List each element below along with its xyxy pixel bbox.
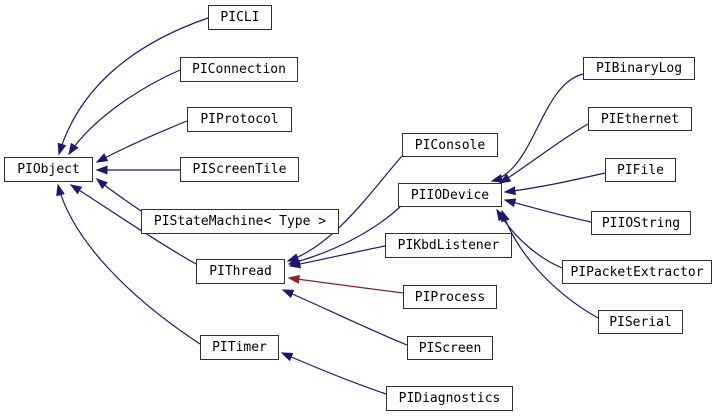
class-node-PIEthernet[interactable]: PIEthernet — [588, 107, 692, 131]
class-node-PIIODevice[interactable]: PIIODevice — [398, 183, 502, 207]
inheritance-edge-PITimer-to-PIObject — [56, 183, 201, 345]
inheritance-edge-PIKbdListener-to-PIThread — [288, 245, 386, 269]
inheritance-edge-PIScreen-to-PIThread — [281, 289, 408, 346]
inheritance-edges — [56, 17, 606, 395]
class-node-PIScreen[interactable]: PIScreen — [407, 336, 493, 360]
class-node-PIObject[interactable]: PIObject — [4, 157, 93, 182]
class-node-PIScreenTile[interactable]: PIScreenTile — [180, 157, 299, 182]
inheritance-edge-PIIODevice-to-PIThread — [287, 206, 401, 266]
inheritance-edge-PIProcess-to-PIThread — [287, 274, 404, 294]
class-node-PISerial[interactable]: PISerial — [598, 310, 683, 334]
inheritance-edge-PIIOString-to-PIIODevice — [503, 198, 592, 223]
class-node-PIProtocol[interactable]: PIProtocol — [187, 107, 292, 132]
class-node-PIStateMachine[interactable]: PIStateMachine< Type > — [141, 209, 339, 234]
class-node-PIFile[interactable]: PIFile — [605, 158, 676, 182]
class-node-PIThread[interactable]: PIThread — [196, 259, 285, 284]
inheritance-edge-PIFile-to-PIIODevice — [503, 172, 606, 196]
inheritance-edge-PIProtocol-to-PIObject — [95, 120, 188, 163]
inheritance-edge-PIThread-to-PIObject — [69, 184, 197, 265]
inheritance-edge-PIEthernet-to-PIIODevice — [498, 123, 589, 184]
class-node-PIConnection[interactable]: PIConnection — [180, 57, 298, 82]
class-node-PICLI[interactable]: PICLI — [208, 5, 272, 30]
class-node-PIPacketExtractor[interactable]: PIPacketExtractor — [562, 260, 712, 284]
inheritance-edge-PISerial-to-PIIODevice — [501, 209, 599, 319]
class-node-PIKbdListener[interactable]: PIKbdListener — [385, 233, 512, 258]
class-node-PIProcess[interactable]: PIProcess — [403, 285, 497, 309]
inheritance-edge-PIDiagnostics-to-PITimer — [280, 352, 387, 395]
inheritance-edge-PIConsole-to-PIThread — [286, 155, 403, 262]
class-node-PITimer[interactable]: PITimer — [200, 335, 279, 360]
class-node-PIBinaryLog[interactable]: PIBinaryLog — [583, 57, 695, 80]
class-node-PIConsole[interactable]: PIConsole — [402, 133, 498, 157]
inheritance-edge-PICLI-to-PIObject — [57, 17, 209, 156]
class-node-PIDiagnostics[interactable]: PIDiagnostics — [386, 386, 513, 411]
inheritance-edge-PIStateMachine-to-PIObject — [95, 178, 142, 212]
inheritance-edge-PIBinaryLog-to-PIIODevice — [490, 73, 584, 183]
inheritance-edge-PIConnection-to-PIObject — [68, 69, 181, 156]
class-node-PIIOString[interactable]: PIIOString — [591, 211, 691, 235]
